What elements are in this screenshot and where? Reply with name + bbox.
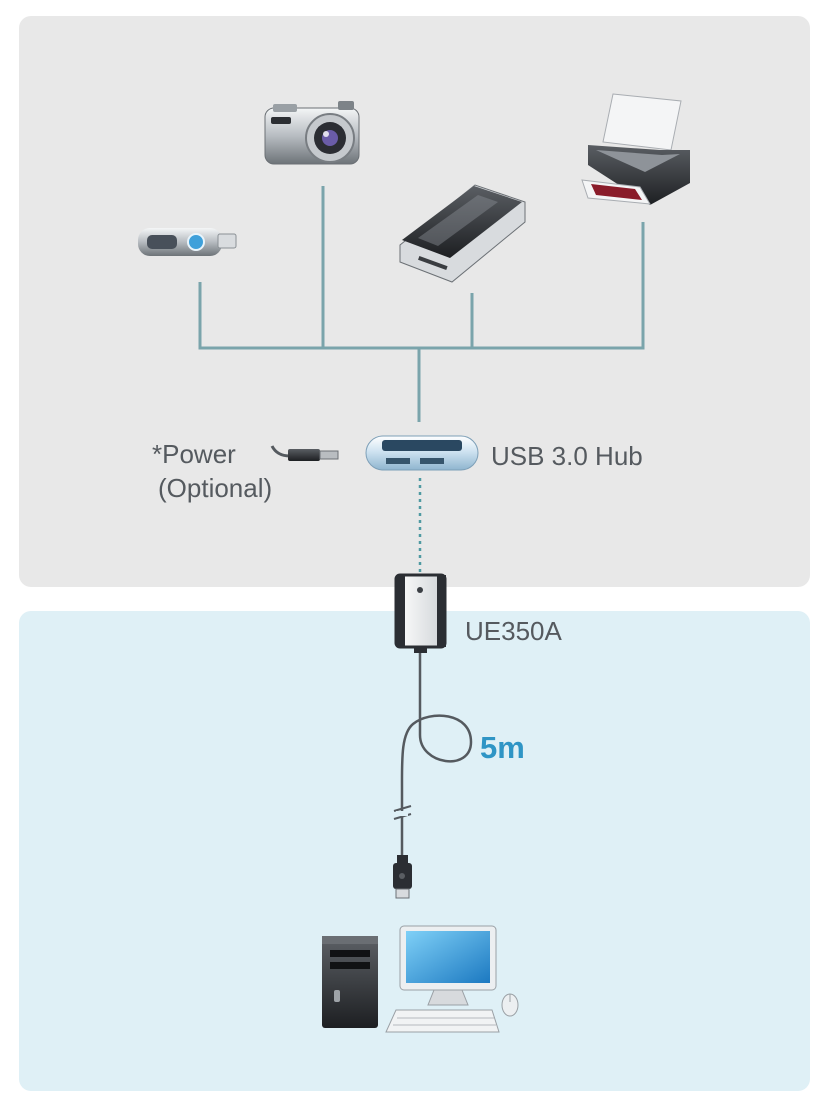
usb-flash-drive-icon bbox=[138, 228, 237, 256]
usb-hub-icon bbox=[365, 435, 479, 471]
device-label: UE350A bbox=[465, 616, 562, 646]
power-plug-icon bbox=[270, 445, 339, 461]
power-label-line2: (Optional) bbox=[158, 473, 273, 503]
cable-length-label: 5m bbox=[480, 730, 525, 765]
usb-plug-icon bbox=[393, 855, 412, 899]
computer-icon bbox=[322, 925, 519, 1033]
scanner-icon bbox=[399, 184, 526, 283]
ue350a-extender-icon bbox=[394, 573, 447, 653]
usb-cable bbox=[400, 653, 473, 860]
power-label: *Power (Optional) bbox=[152, 437, 272, 505]
power-label-line1: *Power bbox=[152, 439, 236, 469]
printer-icon bbox=[581, 93, 690, 205]
hub-label: USB 3.0 Hub bbox=[491, 441, 643, 471]
camera-icon bbox=[264, 101, 360, 165]
connector-lines bbox=[198, 186, 645, 422]
cable-break-mark bbox=[393, 805, 412, 820]
